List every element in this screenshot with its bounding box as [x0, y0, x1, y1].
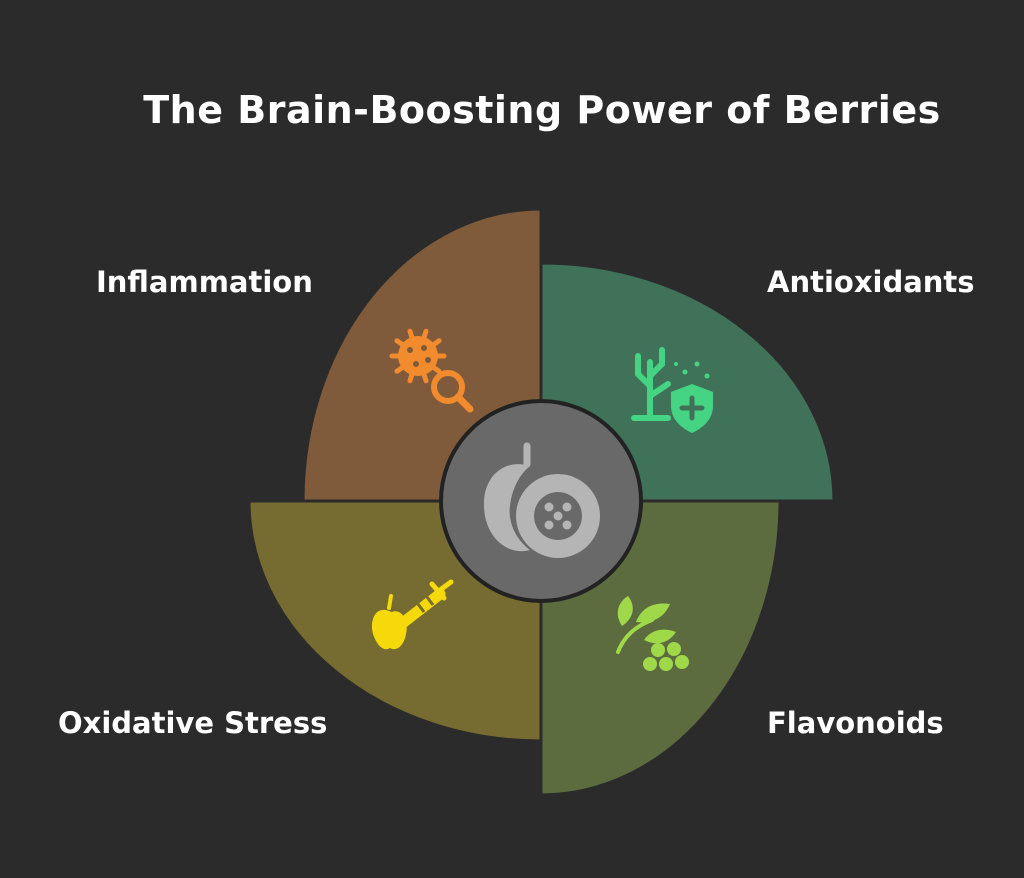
berry-icon	[483, 442, 600, 558]
diagram-title: The Brain-Boosting Power of Berries	[143, 88, 941, 132]
tree-shield-icon	[631, 347, 713, 433]
germ-dot	[413, 361, 419, 367]
germ-search-icon	[389, 328, 474, 413]
label-flavonoids: Flavonoids	[767, 706, 944, 740]
label-inflammation: Inflammation	[96, 265, 313, 299]
label-oxidative-stress: Oxidative Stress	[58, 706, 328, 740]
leaf-berries-icon	[616, 596, 689, 671]
germ-dot	[421, 345, 427, 351]
germ-dot	[407, 347, 413, 353]
apple-syringe-icon	[371, 579, 454, 650]
germ-dot	[425, 357, 431, 363]
label-antioxidants: Antioxidants	[767, 265, 975, 299]
